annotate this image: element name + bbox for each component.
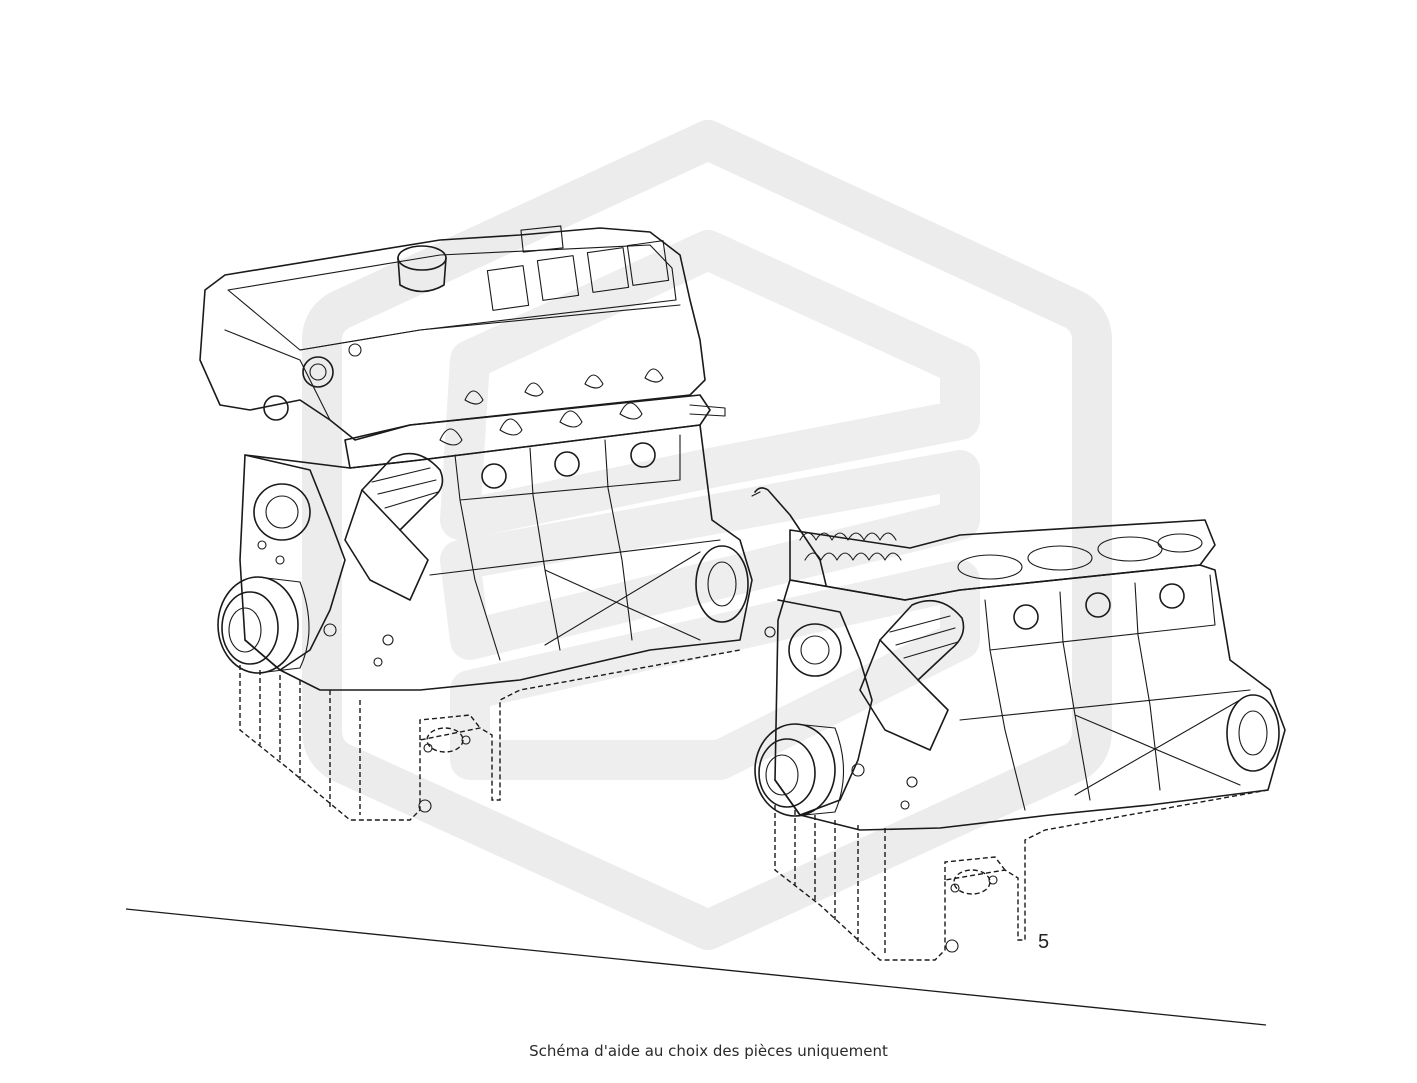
diagram-baseline [125, 908, 1267, 1026]
callout-label: 5 [1038, 931, 1049, 953]
engine-short-block [751, 487, 1286, 961]
watermark-logo-icon [302, 120, 1112, 950]
engine-complete [199, 225, 753, 821]
diagram-caption: Schéma d'aide au choix des pièces unique… [529, 1042, 888, 1060]
